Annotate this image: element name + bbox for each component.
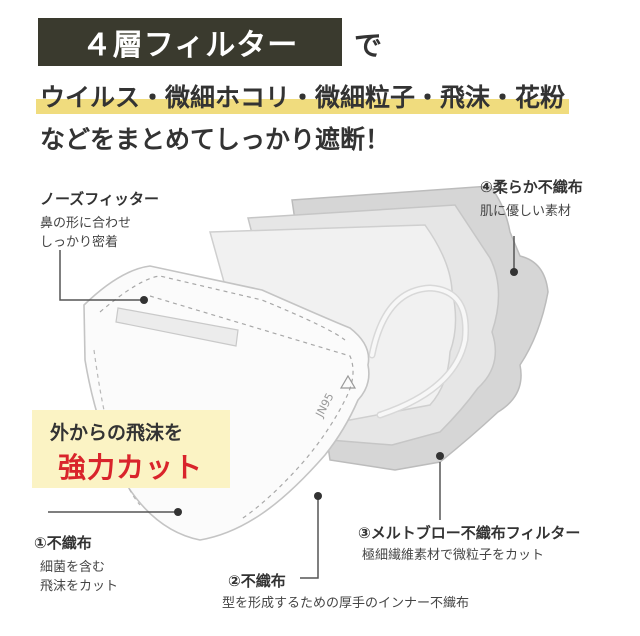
nose-fitter-title: ノーズフィッター	[40, 190, 159, 208]
layer4-title: ④柔らか不織布	[480, 178, 583, 196]
title-badge: ４層フィルター	[38, 18, 342, 66]
headline-line-2: などをまとめてしっかり遮断！	[40, 125, 391, 154]
nose-fitter-desc-1: 鼻の形に合わせ	[40, 216, 132, 231]
layer2-title: ②不織布	[228, 572, 286, 590]
layer2-desc: 型を形成するための厚手のインナー不織布	[222, 596, 470, 611]
title-suffix: で	[354, 29, 383, 62]
nose-fitter-shape	[115, 307, 239, 347]
layer1-desc-2: 飛沫をカット	[40, 579, 119, 594]
headline-line-1: ウイルス・微細ホコリ・微細粒子・飛沫・花粉	[36, 78, 570, 114]
promo-line-2: 強力カット	[58, 451, 204, 484]
layer3-desc: 極細繊維素材で微粒子をカット	[362, 548, 545, 563]
layer1-title: ①不織布	[34, 534, 92, 552]
nose-fitter-desc-2: しっかり密着	[40, 235, 119, 250]
promo-line-1: 外からの飛沫を	[50, 422, 184, 444]
layer3-title: ③メルトブロー不織布フィルター	[358, 524, 581, 542]
promo-box	[32, 410, 230, 488]
layer1-desc-1: 細菌を含む	[40, 560, 106, 575]
layer4-desc: 肌に優しい素材	[480, 204, 572, 219]
